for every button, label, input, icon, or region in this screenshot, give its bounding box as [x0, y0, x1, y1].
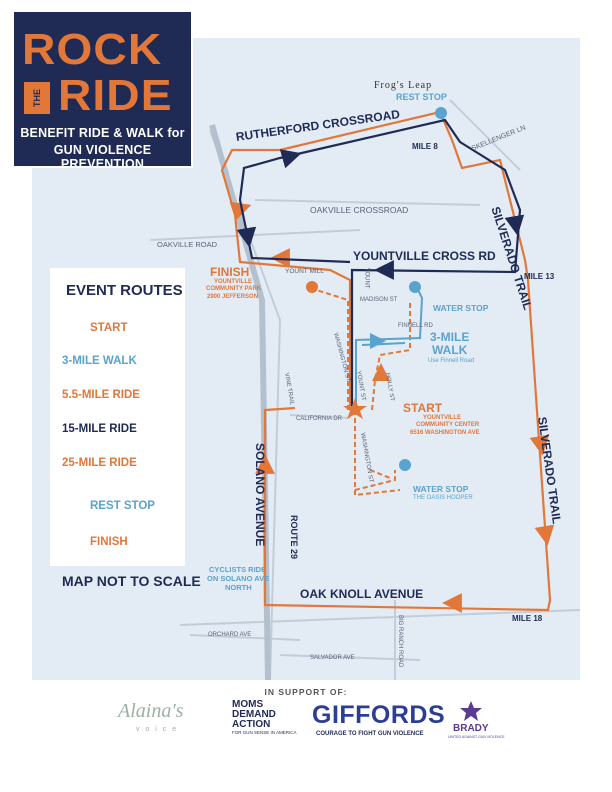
moms-line-2: DEMAND: [232, 709, 276, 720]
solano-label: SOLANO AVENUE: [253, 443, 267, 547]
title-ride: RIDE: [58, 71, 173, 120]
cyclists-1: CYCLISTS RIDE: [209, 565, 267, 574]
legend: EVENT ROUTES START 3-MILE WALK 5.5-MILE …: [50, 268, 185, 566]
walk-title-1: 3-MILE: [430, 330, 470, 344]
orchard-label: ORCHARD AVE: [208, 632, 252, 638]
finish-title-label: FINISH: [210, 265, 250, 279]
big-ranch-label: BIG RANCH ROAD: [397, 615, 403, 668]
madison-label: MADISON ST: [360, 297, 398, 303]
legend-start: START: [90, 322, 128, 334]
support-heading: IN SUPPORT OF:: [264, 687, 348, 697]
start-title-label: START: [403, 401, 443, 415]
route29-label: ROUTE 29: [289, 515, 299, 560]
oakville-cross-label: OAKVILLE CROSSROAD: [310, 205, 409, 215]
california-label: CALIFORNIA DR: [296, 416, 343, 422]
water-stop-2-sub: THE OASIS HOOPER: [413, 495, 473, 501]
water-stop-2-marker: [399, 459, 411, 471]
start-star-marker: [343, 398, 367, 419]
title-rock: ROCK: [22, 25, 163, 74]
brady-star-icon: [458, 700, 484, 727]
start-sub3: 6516 WASHINGTON AVE: [410, 430, 480, 436]
giffords-logo: GIFFORDS: [312, 701, 446, 729]
oak-knoll-label: OAK KNOLL AVENUE: [300, 587, 424, 601]
yountville-cross-label: YOUNTVILLE CROSS RD: [353, 249, 496, 263]
finish-sub1: YOUNTVILLE: [214, 279, 253, 285]
legend-25: 25-MILE RIDE: [62, 457, 137, 469]
finish-marker: [306, 281, 318, 293]
mile18-label: MILE 18: [512, 614, 543, 623]
route-15-mile: [236, 118, 525, 410]
walk-title-2: WALK: [432, 343, 468, 357]
mile8-label: MILE 8: [412, 142, 438, 151]
title-box: ROCK THE RIDE BENEFIT RIDE & WALK for GU…: [12, 10, 193, 171]
route-5-5-mile: [309, 287, 411, 497]
giffords-sub: COURAGE TO FIGHT GUN VIOLENCE: [316, 731, 424, 737]
oakville-road-label: OAKVILLE ROAD: [157, 240, 218, 249]
legend-rest: REST STOP: [90, 500, 155, 512]
frogs-leap-label: Frog's Leap: [374, 80, 433, 91]
legend-title: EVENT ROUTES: [66, 282, 183, 299]
cyclists-3: NORTH: [225, 583, 252, 592]
mile13-label: MILE 13: [524, 272, 555, 281]
title-the: THE: [24, 82, 50, 114]
water-stop-label: WATER STOP: [433, 303, 489, 313]
moms-logo: MOMS DEMAND ACTION FOR GUN SENSE IN AMER…: [232, 700, 297, 736]
rest-stop-label: REST STOP: [396, 92, 447, 102]
start-sub2: COMMUNITY CENTER: [416, 422, 480, 428]
legend-15: 15-MILE RIDE: [62, 423, 137, 435]
legend-walk: 3-MILE WALK: [62, 355, 137, 367]
route-3-mile-walk: [355, 289, 424, 410]
brady-logo: BRADY: [453, 723, 489, 734]
cyclists-2: ON SOLANO AVE: [207, 574, 270, 583]
moms-sub: FOR GUN SENSE IN AMERICA: [232, 730, 297, 735]
title-subtitle-2: GUN VIOLENCE PREVENTION: [53, 143, 152, 171]
title-subtitle-1: BENEFIT RIDE & WALK for: [20, 126, 185, 140]
alainas-sub: v o i c e: [136, 726, 179, 733]
start-sub1: YOUNTVILLE: [423, 415, 462, 421]
finnell-label: FINNELL RD: [398, 323, 433, 329]
legend-55: 5.5-MILE RIDE: [62, 389, 140, 401]
map-note: MAP NOT TO SCALE: [62, 573, 201, 589]
yount-label: YOUNT: [363, 267, 370, 289]
brady-sub: UNITED AGAINST GUN VIOLENCE: [448, 735, 505, 739]
legend-finish: FINISH: [90, 536, 128, 548]
moms-line-3: ACTION: [232, 719, 271, 730]
water-stop-marker: [409, 281, 421, 293]
salvador-label: SALVADOR AVE: [310, 655, 355, 661]
yount-mill-label: YOUNT MILL: [285, 268, 324, 275]
alainas-logo: Alaina's: [118, 700, 184, 722]
finish-sub3: 2900 JEFFERSON: [207, 294, 259, 300]
water-stop-2-label: WATER STOP: [413, 484, 469, 494]
walk-sub: Use Finnell Road: [428, 358, 475, 364]
rest-stop-marker: [435, 107, 447, 119]
finish-sub2: COMMUNITY PARK: [206, 286, 262, 292]
moms-line-1: MOMS: [232, 699, 264, 710]
